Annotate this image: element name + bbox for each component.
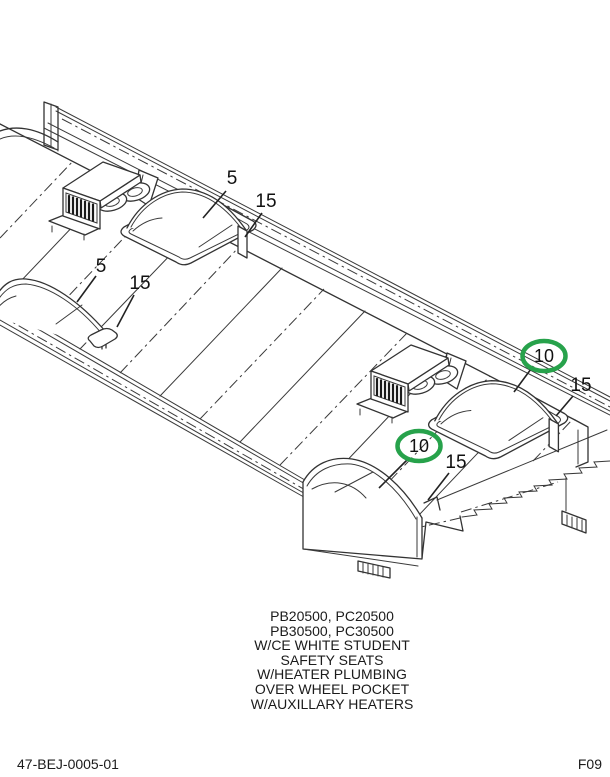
leader-line	[116, 294, 135, 328]
pocket-front-face	[302, 481, 423, 560]
note-line: PB20500, PC20500	[270, 608, 394, 624]
callouts: 5 15 5 15 10 15 10 15	[76, 168, 592, 501]
rail-centerline	[61, 118, 610, 408]
leader-line	[555, 395, 574, 417]
leader-line	[76, 275, 97, 303]
note-line: PB30500, PC30500	[270, 622, 394, 639]
pocket-flange	[87, 327, 118, 349]
drawing-number: 47-BEJ-0005-01	[17, 756, 119, 772]
right-end-foot	[561, 510, 587, 534]
callout-label: 15	[255, 191, 276, 212]
far-wall-rail	[43, 101, 610, 416]
floor-far-edge	[0, 123, 576, 421]
highlight-ellipse	[520, 338, 568, 374]
bottom-right-edge	[407, 429, 610, 559]
note-line: SAFETY SEATS	[280, 651, 384, 668]
pocket-flange-step	[423, 496, 441, 511]
note-line: W/CE WHITE STUDENT	[254, 637, 410, 654]
torn-break-edge	[461, 460, 610, 518]
wheel-pocket-front-left	[0, 278, 118, 350]
callout-label: 5	[227, 168, 238, 189]
leader-line	[427, 472, 450, 501]
wheel-pocket-rear-right	[427, 380, 569, 460]
highlight-ellipse	[395, 428, 443, 464]
leader-line	[513, 368, 532, 393]
floor-notch	[421, 515, 464, 559]
leader-line	[378, 459, 408, 489]
callout-label: 15	[570, 375, 591, 396]
right-sill-edge	[436, 429, 608, 501]
leader-line	[244, 212, 263, 238]
callout-label-highlighted: 10	[409, 436, 429, 456]
wheel-pocket-far-left-partial	[0, 127, 59, 152]
pocket-crease-line	[334, 471, 374, 493]
callout-label: 5	[96, 256, 107, 277]
near-left-rail	[0, 301, 319, 506]
pocket-inner-arc	[311, 482, 367, 499]
figure-code: F09	[577, 756, 602, 772]
pocket-foot	[357, 560, 391, 579]
configuration-note: PB20500, PC20500 PB30500, PC30500 W/CE W…	[0, 609, 610, 711]
callout-label: 15	[129, 273, 150, 294]
note-line: W/AUXILLARY HEATERS	[250, 695, 414, 712]
callout-label-highlighted: 10	[534, 346, 554, 366]
leader-line	[202, 190, 227, 219]
wheel-pocket-front-right	[302, 457, 441, 579]
callout-label: 15	[445, 452, 466, 473]
note-line: W/HEATER PLUMBING	[257, 666, 407, 683]
note-line: OVER WHEEL POCKET	[254, 680, 410, 697]
pocket-crease-line	[55, 304, 83, 325]
floor-right-end	[561, 419, 589, 534]
